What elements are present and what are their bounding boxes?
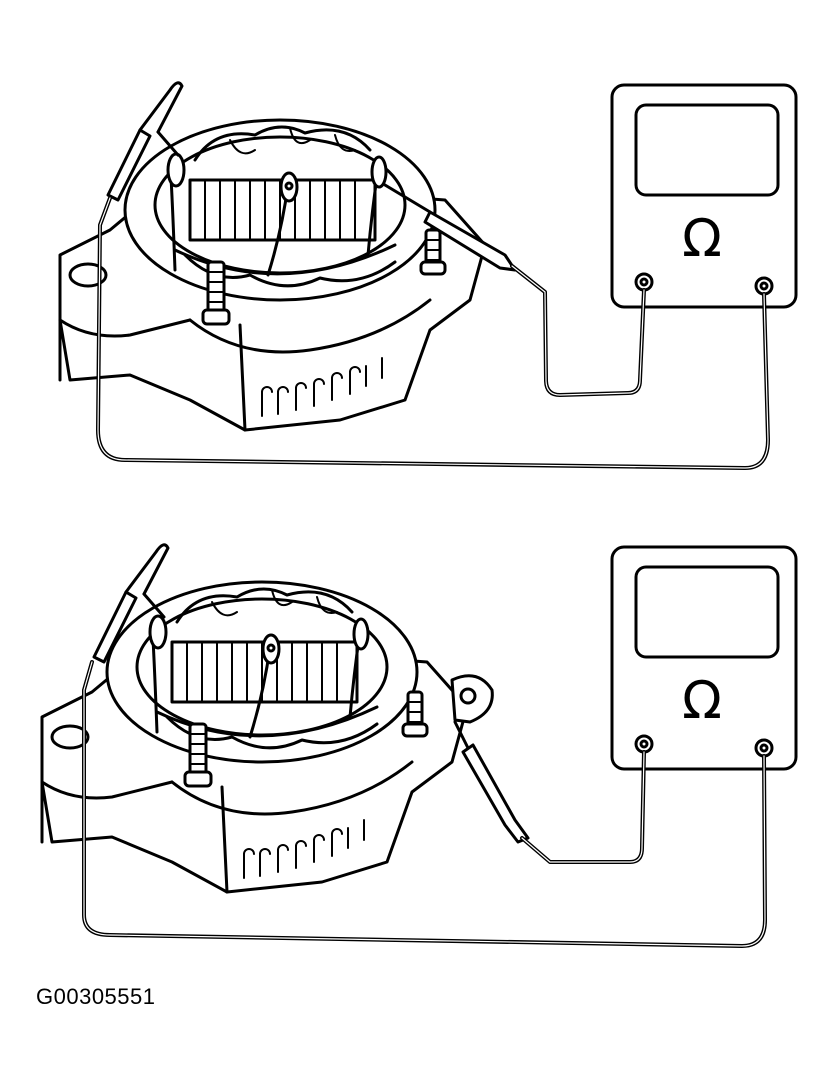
test-leads-top	[96, 196, 770, 470]
ohm-symbol-top: Ω	[682, 209, 722, 269]
test-leads-bottom	[82, 660, 767, 948]
clip-probe-bottom	[92, 543, 170, 664]
ohmmeter-top: Ω	[610, 83, 798, 309]
stator-test-top: Ω	[58, 81, 798, 470]
stator-assembly-bottom	[40, 580, 469, 894]
stator-test-bottom: Ω	[40, 543, 798, 948]
mounting-lug-bottom	[450, 674, 494, 724]
figure-code: G00305551	[36, 984, 156, 1009]
ohm-symbol-bottom: Ω	[682, 671, 722, 731]
needle-probe-bottom	[453, 720, 530, 844]
clip-probe-top	[106, 81, 184, 202]
ohmmeter-bottom: Ω	[610, 545, 798, 771]
needle-probe-top	[383, 183, 517, 272]
